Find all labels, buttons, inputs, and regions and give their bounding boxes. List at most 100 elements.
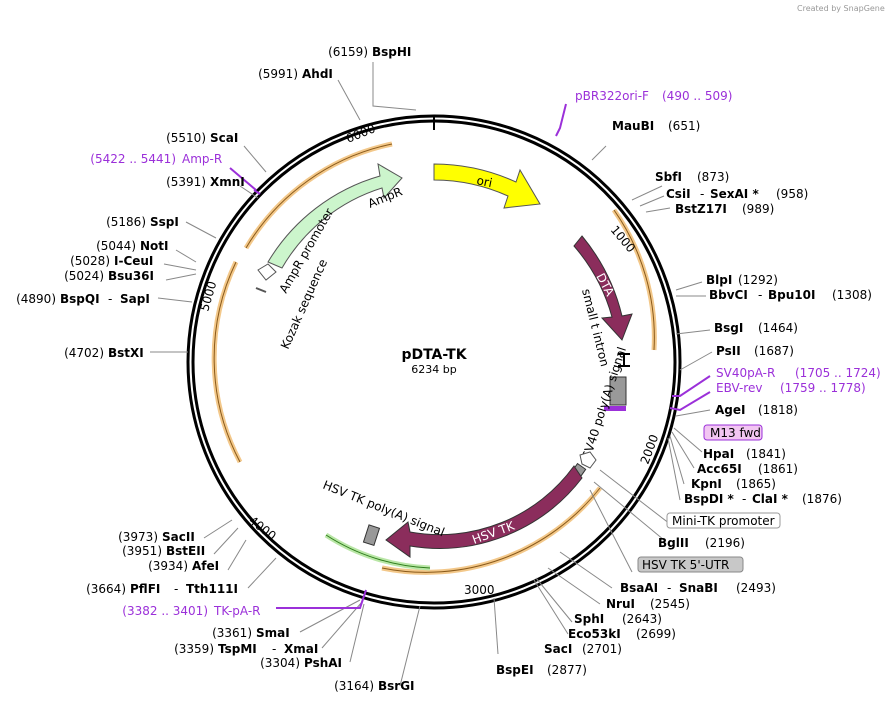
site-dash-bspqi: - [108, 292, 112, 306]
site-name-iceui: I-CeuI [114, 254, 153, 268]
site-name-afei: AfeI [192, 559, 219, 573]
site-name-acc65i: Acc65I [697, 462, 742, 476]
site-pos-psii: (1687) [754, 344, 794, 358]
site-name-bspqi: BspQI [60, 292, 100, 306]
site-pos-saci: (2701) [582, 642, 622, 656]
primer-name-pbr322: pBR322ori-F [575, 89, 649, 103]
plasmid-length: 6234 bp [411, 363, 456, 376]
site-pos-eco53ki: (2699) [636, 627, 676, 641]
site-name-csii: CsiI [666, 187, 691, 201]
site-name-tspmi: TspMI [218, 642, 257, 656]
snapgene-watermark: Created by SnapGene [797, 4, 885, 13]
site-dash-csii: - [700, 187, 704, 201]
primer-range-ampr: (5422 .. 5441) [90, 152, 176, 166]
site-name-bglii: BglII [658, 536, 689, 550]
site-pos-tspmi: (3359) [174, 642, 214, 656]
mini-tk-shape [579, 451, 597, 469]
site-name-sbfi: SbfI [655, 170, 682, 184]
site-name-bsgi: BsgI [714, 321, 743, 335]
site-dash-pflfi: - [174, 582, 178, 596]
site-pos-pflfi: (3664) [86, 582, 126, 596]
site-name-sspi: SspI [150, 215, 179, 229]
site-name-sphi: SphI [574, 612, 604, 626]
site-name-hpai: HpaI [703, 447, 734, 461]
site-pos-bsteii: (3951) [122, 544, 162, 558]
site-pos-smai: (3361) [212, 626, 252, 640]
primer-range-pbr322: (490 .. 509) [662, 89, 732, 103]
site-name-bstxi: BstXI [108, 346, 144, 360]
site-dash-tspmi: - [272, 642, 276, 656]
site-labels-left: (6159) BspHI (5991) AhdI (5510) ScaI (53… [16, 45, 414, 693]
site-name-sapi: SapI [120, 292, 150, 306]
site-name-noti: NotI [140, 239, 169, 253]
site-dash-bspdi: - [742, 492, 746, 506]
tk-polya-label: HSV TK poly(A) signal [321, 478, 447, 540]
mini-tk-label: Mini-TK promoter [672, 514, 775, 528]
site-pos-bglii: (2196) [705, 536, 745, 550]
primer-labels: pBR322ori-F (490 .. 509) (5422 .. 5441) … [90, 89, 880, 618]
primer-name-ampr: Amp-R [182, 152, 222, 166]
site-pos-bsgi: (1464) [758, 321, 798, 335]
site-pos-kpni: (1865) [736, 477, 776, 491]
orf-arcs [211, 141, 657, 575]
site-name-bspei: BspEI [496, 663, 534, 677]
primer-range-ebvrev: (1759 .. 1778) [780, 381, 866, 395]
site-pos-agei: (1818) [758, 403, 798, 417]
site-name-bbvci: BbvCI [709, 288, 748, 302]
site-dash-bbvci: - [758, 288, 762, 302]
site-pos-scai: (5510) [166, 131, 206, 145]
site-name-bsrgi: BsrGI [378, 679, 415, 693]
primer-range-tkpar: (3382 .. 3401) [122, 604, 208, 618]
tick-3000: 3000 [464, 583, 495, 597]
hsv-tk-arrow [385, 465, 583, 558]
hsv-tk-label: HSV TK [470, 518, 517, 547]
site-name-xmai: XmaI [284, 642, 318, 656]
site-name-bsteii: BstEII [166, 544, 205, 558]
site-pos-sspi: (5186) [106, 215, 146, 229]
site-pos-acc65i: (1861) [758, 462, 798, 476]
site-name-bpu10i: Bpu10I [768, 288, 815, 302]
primer-name-sv40par: SV40pA-R [716, 366, 775, 380]
site-labels-right: MauBI (651) SbfI (873) CsiI - SexAI * (9… [496, 119, 872, 677]
site-name-ahdi: AhdI [302, 67, 333, 81]
site-name-pflfi: PflFI [130, 582, 160, 596]
site-name-agei: AgeI [715, 403, 745, 417]
site-pos-sacii: (3973) [118, 530, 158, 544]
mini-tk-box [666, 512, 781, 529]
site-pos-sphi: (2643) [622, 612, 662, 626]
site-name-snabi: SnaBI [679, 581, 718, 595]
site-name-eco53ki: Eco53kI [568, 627, 621, 641]
site-name-bstz17i: BstZ17I [675, 202, 727, 216]
site-pos-noti: (5044) [96, 239, 136, 253]
kozak-shape [255, 287, 267, 293]
tick-6000: 6000 [344, 121, 378, 145]
site-name-bsu36i: Bsu36I [108, 269, 154, 283]
site-pos-pshai: (3304) [260, 656, 300, 670]
site-name-bsphi: BspHI [372, 45, 411, 59]
m13-box [703, 424, 763, 441]
site-pos-bbvci: (1308) [832, 288, 872, 302]
site-pos-hpai: (1841) [746, 447, 786, 461]
site-pos-bspdi: (1876) [802, 492, 842, 506]
site-pos-xmni: (5391) [166, 175, 206, 189]
m13-label: M13 fwd [710, 426, 761, 440]
primer-name-tkpar: TK-pA-R [213, 604, 261, 618]
site-name-pshai: PshAI [304, 656, 342, 670]
site-name-tth111i: Tth111I [186, 582, 238, 596]
site-name-sacii: SacII [162, 530, 195, 544]
site-name-scai: ScaI [210, 131, 238, 145]
small-t-intron-marker [618, 353, 630, 367]
site-connectors [150, 62, 713, 687]
site-name-maubi: MauBI [612, 119, 654, 133]
tk-utr-box [637, 556, 744, 573]
site-pos-ahdi: (5991) [258, 67, 298, 81]
site-name-saci: SacI [544, 642, 572, 656]
site-pos-bspei: (2877) [547, 663, 587, 677]
site-pos-bsrgi: (3164) [334, 679, 374, 693]
site-pos-bsphi: (6159) [328, 45, 368, 59]
site-pos-bsu36i: (5024) [64, 269, 104, 283]
site-pos-sbfi: (873) [697, 170, 729, 184]
site-name-psii: PsII [716, 344, 741, 358]
site-pos-csii: (958) [776, 187, 808, 201]
